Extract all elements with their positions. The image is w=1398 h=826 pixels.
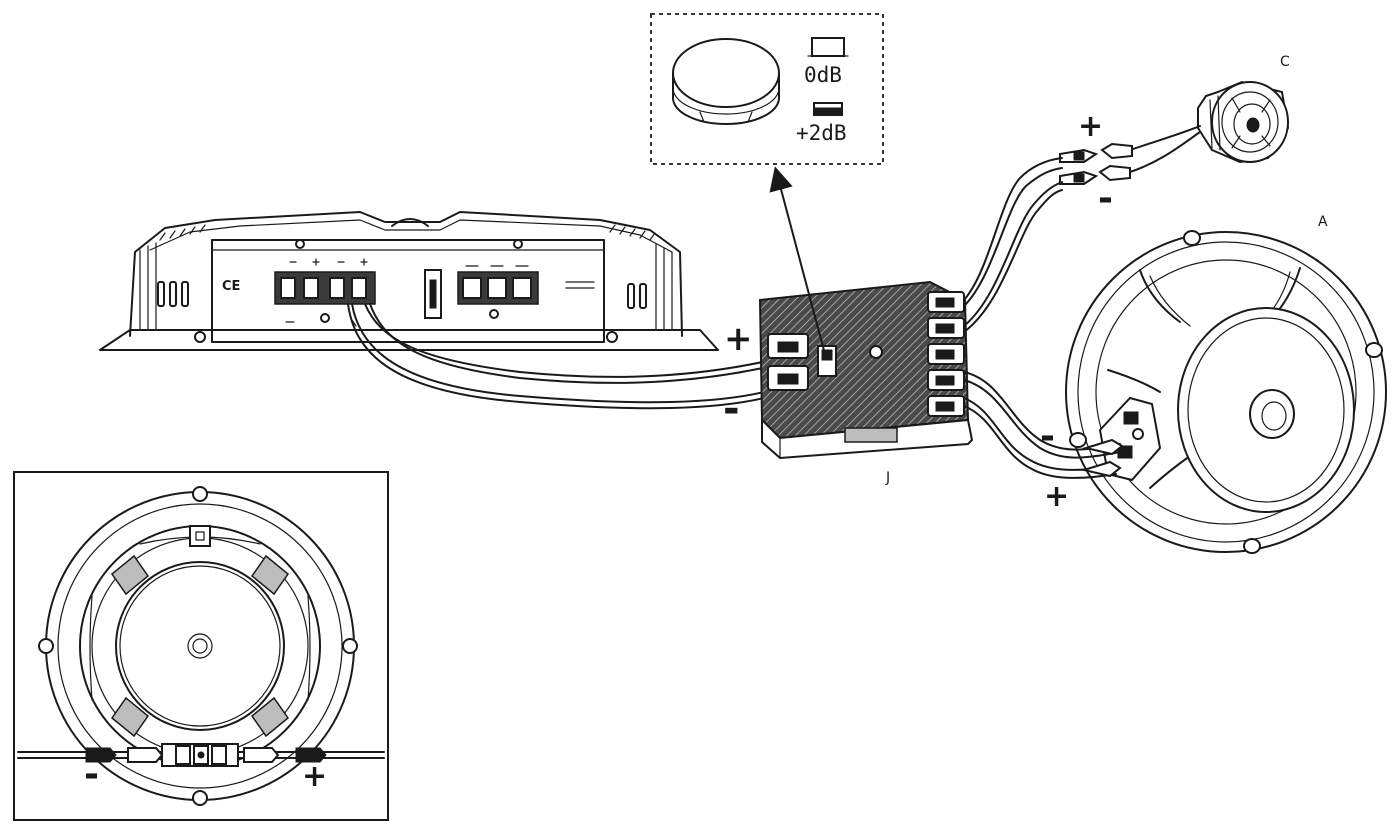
amplifier: CE <box>99 211 719 351</box>
crossover-input-plus: + <box>724 319 753 359</box>
switch-cap-detail <box>672 38 780 125</box>
inset-plus: + <box>302 759 327 794</box>
tweeter-level-callout: 0dB +2dB <box>650 13 884 165</box>
tweeter <box>1129 80 1290 173</box>
inset-woofer-front-view <box>13 471 389 821</box>
tweeter-minus: - <box>1098 178 1113 219</box>
switch-position-0db-icon <box>811 37 845 57</box>
amp-power-terminals <box>457 265 539 319</box>
tweeter-wires <box>963 157 1063 333</box>
tweeter-connectors <box>1059 142 1133 185</box>
woofer-plus: + <box>1044 479 1069 514</box>
woofer-wires <box>963 371 1124 479</box>
midwoofer <box>1065 230 1387 554</box>
tweeter-plus: + <box>1078 109 1103 144</box>
crossover-label: J <box>885 470 890 486</box>
amp-output-wires <box>347 303 773 410</box>
tweeter-letter: C <box>1280 54 1290 70</box>
inset-minus: - <box>84 754 99 795</box>
woofer-minus: - <box>1040 416 1055 457</box>
amp-speaker-terminals <box>274 258 376 327</box>
gain-plus2db-label: +2dB <box>796 121 847 145</box>
amp-heatsink-right <box>609 224 673 331</box>
midwoofer-terminals <box>1098 396 1162 482</box>
crossover <box>758 280 974 460</box>
amp-ce-mark: CE <box>222 279 240 294</box>
midwoofer-letter: A <box>1318 214 1328 230</box>
callout-arrow <box>769 166 827 359</box>
amp-heatsink-left <box>139 224 206 331</box>
crossover-input-minus: - <box>723 386 740 432</box>
gain-0db-label: 0dB <box>804 63 842 87</box>
